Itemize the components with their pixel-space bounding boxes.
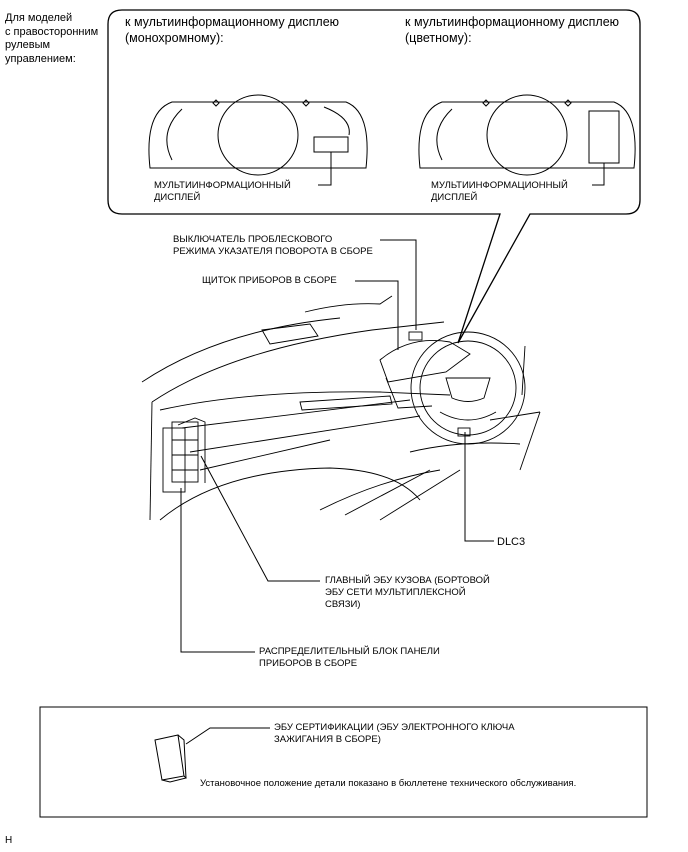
- hazard-switch-label: ВЫКЛЮЧАТЕЛЬ ПРОБЛЕСКОВОГО РЕЖИМА УКАЗАТЕ…: [173, 234, 373, 257]
- mono-display-label: МУЛЬТИИНФОРМАЦИОННЫЙ ДИСПЛЕЙ: [154, 180, 291, 203]
- bottom-note-box: [39, 706, 648, 818]
- service-bulletin-note: Установочное положение детали показано в…: [200, 778, 577, 789]
- leader-dlc3: [464, 432, 494, 542]
- certification-ecu-label: ЭБУ СЕРТИФИКАЦИИ (ЭБУ ЭЛЕКТРОННОГО КЛЮЧА…: [274, 722, 515, 745]
- cluster-mono-drawing: [148, 94, 368, 186]
- certification-ecu-drawing: [154, 734, 187, 783]
- leader-cluster: [355, 280, 399, 350]
- dashboard-drawing: [141, 295, 541, 521]
- callout-left-heading: к мультиинформационному дисплею (монохро…: [125, 15, 340, 45]
- main-body-ecu-label: ГЛАВНЫЙ ЭБУ КУЗОВА (БОРТОВОЙ ЭБУ СЕТИ МУ…: [325, 575, 490, 610]
- leader-certification-ecu: [185, 727, 270, 745]
- junction-block-label: РАСПРЕДЕЛИТЕЛЬНЫЙ БЛОК ПАНЕЛИ ПРИБОРОВ В…: [259, 646, 440, 669]
- callout-bubble: [107, 9, 641, 344]
- leader-junction-block: [180, 488, 255, 653]
- side-note: Для моделей с правосторонним рулевым упр…: [5, 12, 99, 65]
- corner-mark: H: [5, 835, 13, 846]
- cluster-label: ЩИТОК ПРИБОРОВ В СБОРЕ: [202, 275, 337, 286]
- dlc3-label: DLC3: [497, 536, 526, 548]
- leader-hazard-switch: [380, 239, 417, 330]
- callout-right-heading: к мультиинформационному дисплею (цветном…: [405, 15, 620, 45]
- cluster-color-drawing: [418, 94, 636, 186]
- color-display-label: МУЛЬТИИНФОРМАЦИОННЫЙ ДИСПЛЕЙ: [431, 180, 568, 203]
- leader-main-body-ecu: [200, 455, 320, 582]
